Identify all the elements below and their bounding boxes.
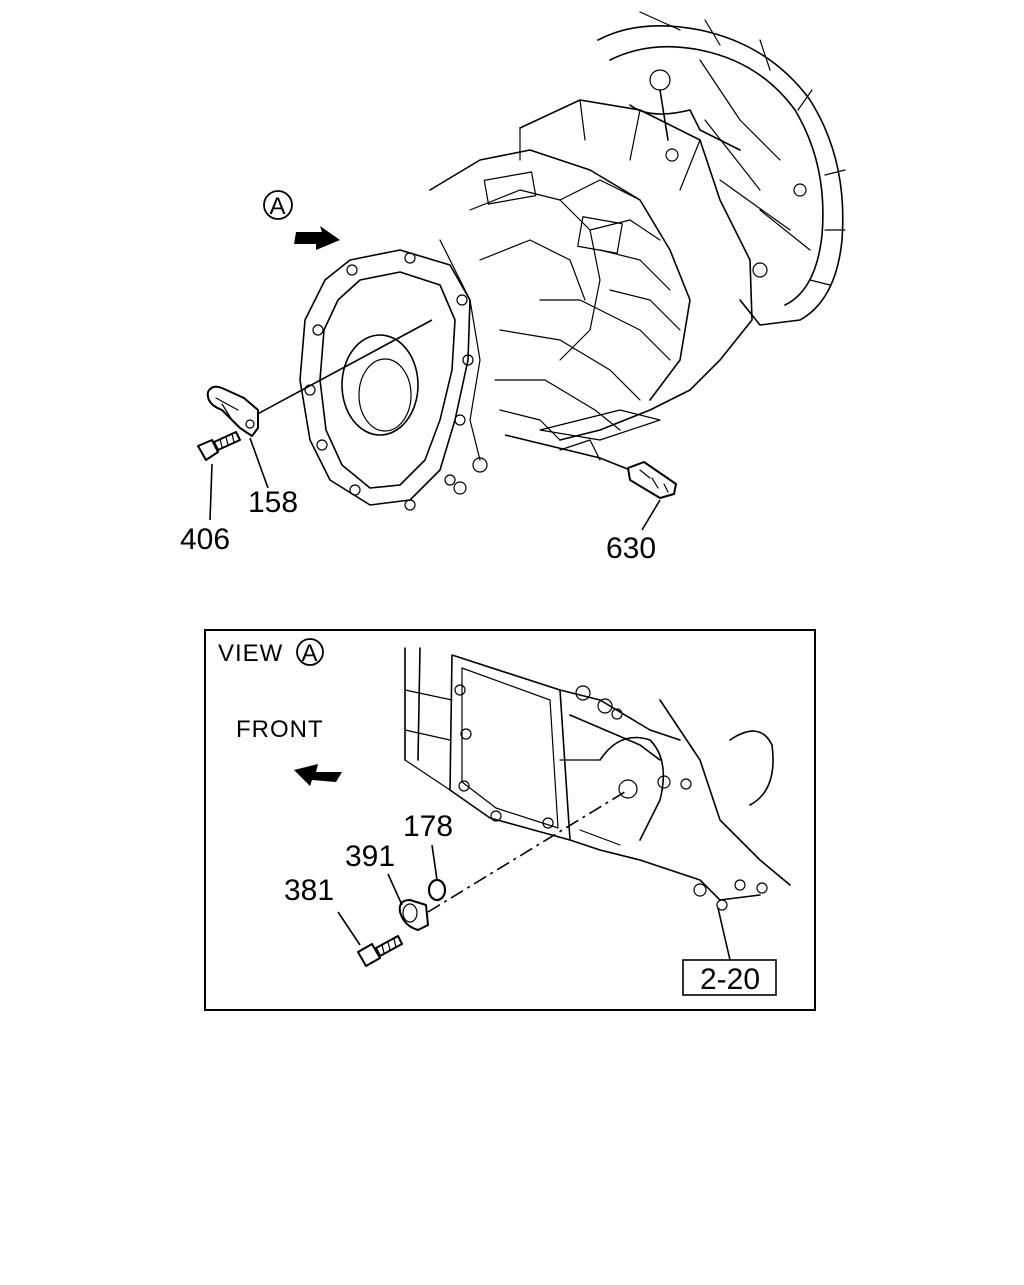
transmission-assembly	[249, 11, 846, 511]
svg-text:A: A	[301, 640, 318, 667]
view-a-inset-marker: A	[296, 638, 324, 667]
leader-630	[641, 499, 661, 531]
bolt-406	[197, 431, 241, 461]
callout-406: 406	[180, 523, 230, 556]
callout-391: 391	[345, 840, 395, 873]
bracket-clip-158	[206, 385, 259, 437]
front-arrow	[294, 764, 342, 786]
view-direction-arrow	[294, 226, 340, 250]
front-label: FRONT	[236, 716, 324, 743]
sensor-391	[398, 899, 429, 931]
callout-630: 630	[606, 532, 656, 565]
callout-178: 178	[403, 810, 453, 843]
bolt-381	[357, 935, 403, 967]
view-a-marker: A	[263, 190, 293, 220]
leader-158	[249, 437, 269, 489]
switch-630	[627, 461, 677, 499]
callout-381: 381	[284, 874, 334, 907]
view-a-inset: VIEW A FRONT 178 391 381 2-20	[204, 629, 816, 1011]
leader-406	[209, 463, 213, 521]
view-label: VIEW	[218, 640, 283, 667]
callout-158: 158	[248, 486, 298, 519]
reference-box: 2-20	[682, 959, 777, 996]
svg-text:A: A	[269, 193, 286, 220]
reference-label: 2-20	[700, 963, 760, 996]
